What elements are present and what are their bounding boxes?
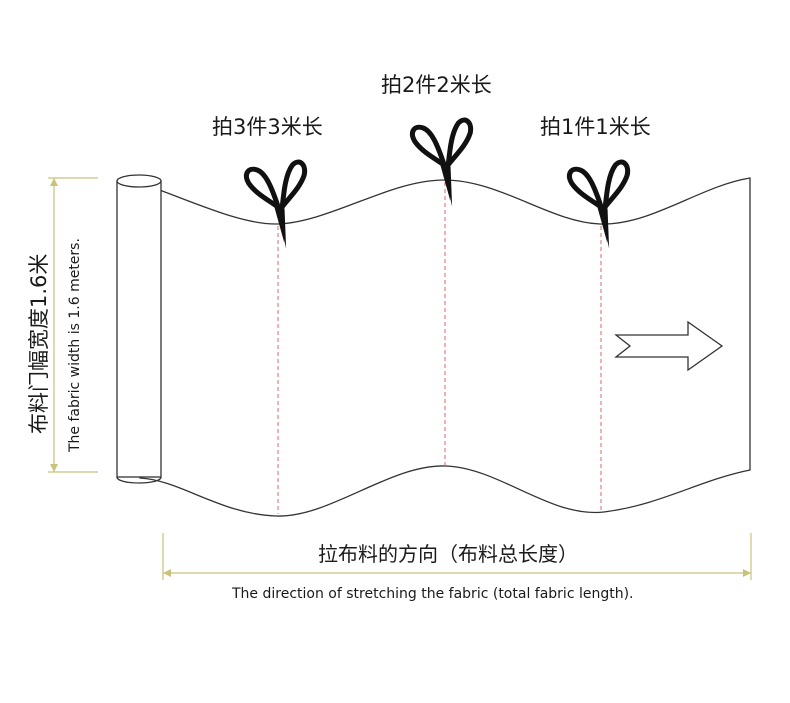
width-label-en: The fabric width is 1.6 meters. (67, 238, 83, 453)
fabric-sheet (139, 177, 751, 517)
cut-label-3m: 拍3件3米长 (212, 115, 323, 139)
width-dimension (48, 177, 98, 473)
fabric-roll (116, 174, 162, 484)
cut-label-1m: 拍1件1米长 (540, 115, 651, 139)
cut-label-2m: 拍2件2米长 (381, 73, 492, 97)
length-label-en: The direction of stretching the fabric (… (231, 586, 634, 602)
length-label-cn: 拉布料的方向（布料总长度） (318, 542, 578, 566)
length-dimension (162, 533, 752, 580)
arrow-right-icon (614, 320, 724, 372)
cut-lines (277, 182, 602, 514)
width-label-cn: 布料门幅宽度1.6米 (27, 254, 51, 434)
